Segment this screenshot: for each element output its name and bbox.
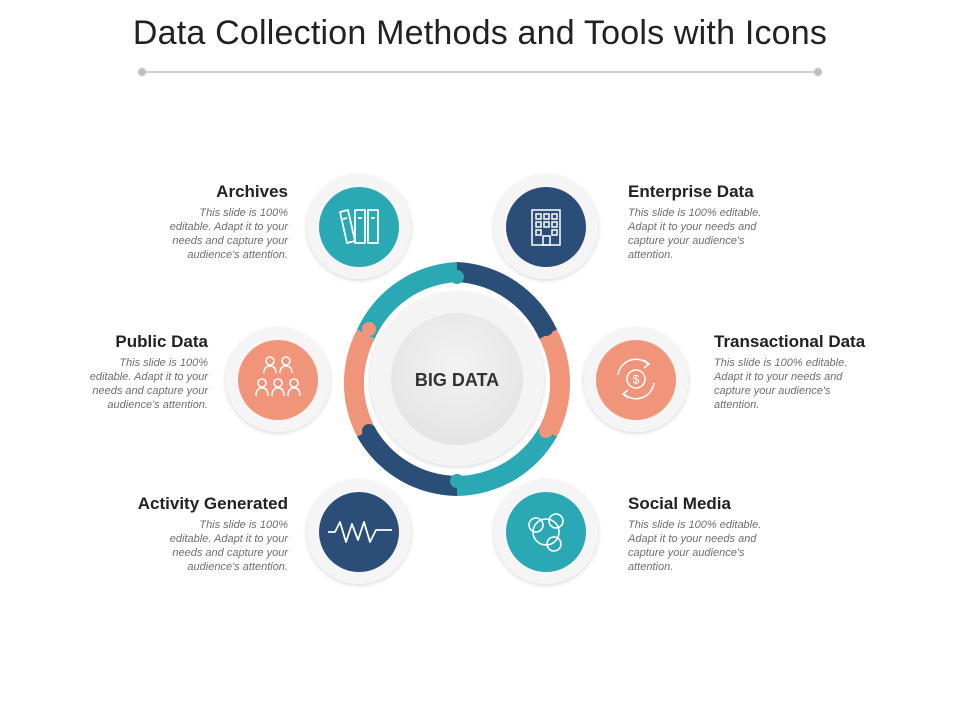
node-activity (307, 480, 411, 584)
social-title: Social Media (628, 494, 731, 513)
node-archives (307, 175, 411, 279)
label-activity: Activity Generated This slide is 100% ed… (78, 494, 288, 574)
ring-segment-salmon-right (539, 329, 571, 437)
ring-dot-upper-left (362, 322, 376, 336)
divider-dot-right (814, 68, 822, 76)
ring-dot-lower-left (362, 424, 376, 438)
ring-segment-teal-bottom (457, 427, 557, 496)
ring-dot-lower-right (539, 424, 553, 438)
ring-segment-navy-bottom (357, 427, 457, 496)
svg-text:$: $ (633, 373, 640, 387)
title-divider (142, 71, 818, 73)
slide-title: Data Collection Methods and Tools with I… (132, 14, 828, 52)
center-inner-disc (391, 313, 523, 445)
ring-dot-upper-right (539, 322, 553, 336)
ring-dot-bottom (450, 474, 464, 488)
ring-dot-top (450, 270, 464, 284)
ring-segment-navy-top (457, 262, 557, 339)
label-social: Social Media This slide is 100% editable… (628, 494, 838, 574)
social-description: This slide is 100% editable. Adapt it to… (628, 519, 762, 573)
dollar-cycle-icon: $ (617, 358, 655, 400)
divider-dot-left (138, 68, 146, 76)
ring-segment-teal-top (357, 262, 457, 339)
label-public: Public Data This slide is 100% editable.… (0, 332, 208, 412)
building-icon (531, 209, 561, 246)
node-enterprise (494, 175, 598, 279)
node-social (494, 480, 598, 584)
social-network-icon (528, 513, 564, 552)
center-ring (343, 262, 571, 496)
enterprise-title: Enterprise Data (628, 182, 754, 201)
label-transactional: Transactional Data This slide is 100% ed… (714, 332, 924, 412)
transactional-description: This slide is 100% editable. Adapt it to… (714, 357, 848, 411)
label-archives: Archives This slide is 100% editable. Ad… (78, 182, 288, 262)
transactional-title: Transactional Data (714, 332, 866, 351)
pulse-wave-icon (328, 521, 392, 543)
activity-description: This slide is 100% editable. Adapt it to… (169, 519, 288, 573)
activity-title: Activity Generated (137, 494, 288, 513)
center-label: BIG DATA (415, 370, 499, 390)
archives-description: This slide is 100% editable. Adapt it to… (169, 207, 288, 261)
archives-title: Archives (216, 182, 288, 201)
node-public (226, 328, 330, 432)
archive-binders-icon (339, 209, 379, 244)
public-description: This slide is 100% editable. Adapt it to… (89, 357, 208, 411)
label-enterprise: Enterprise Data This slide is 100% edita… (628, 182, 838, 262)
public-title: Public Data (115, 332, 208, 351)
node-transactional: $ (584, 328, 688, 432)
people-group-icon (255, 356, 301, 397)
ring-segment-salmon-left (343, 329, 375, 437)
enterprise-description: This slide is 100% editable. Adapt it to… (628, 207, 762, 261)
